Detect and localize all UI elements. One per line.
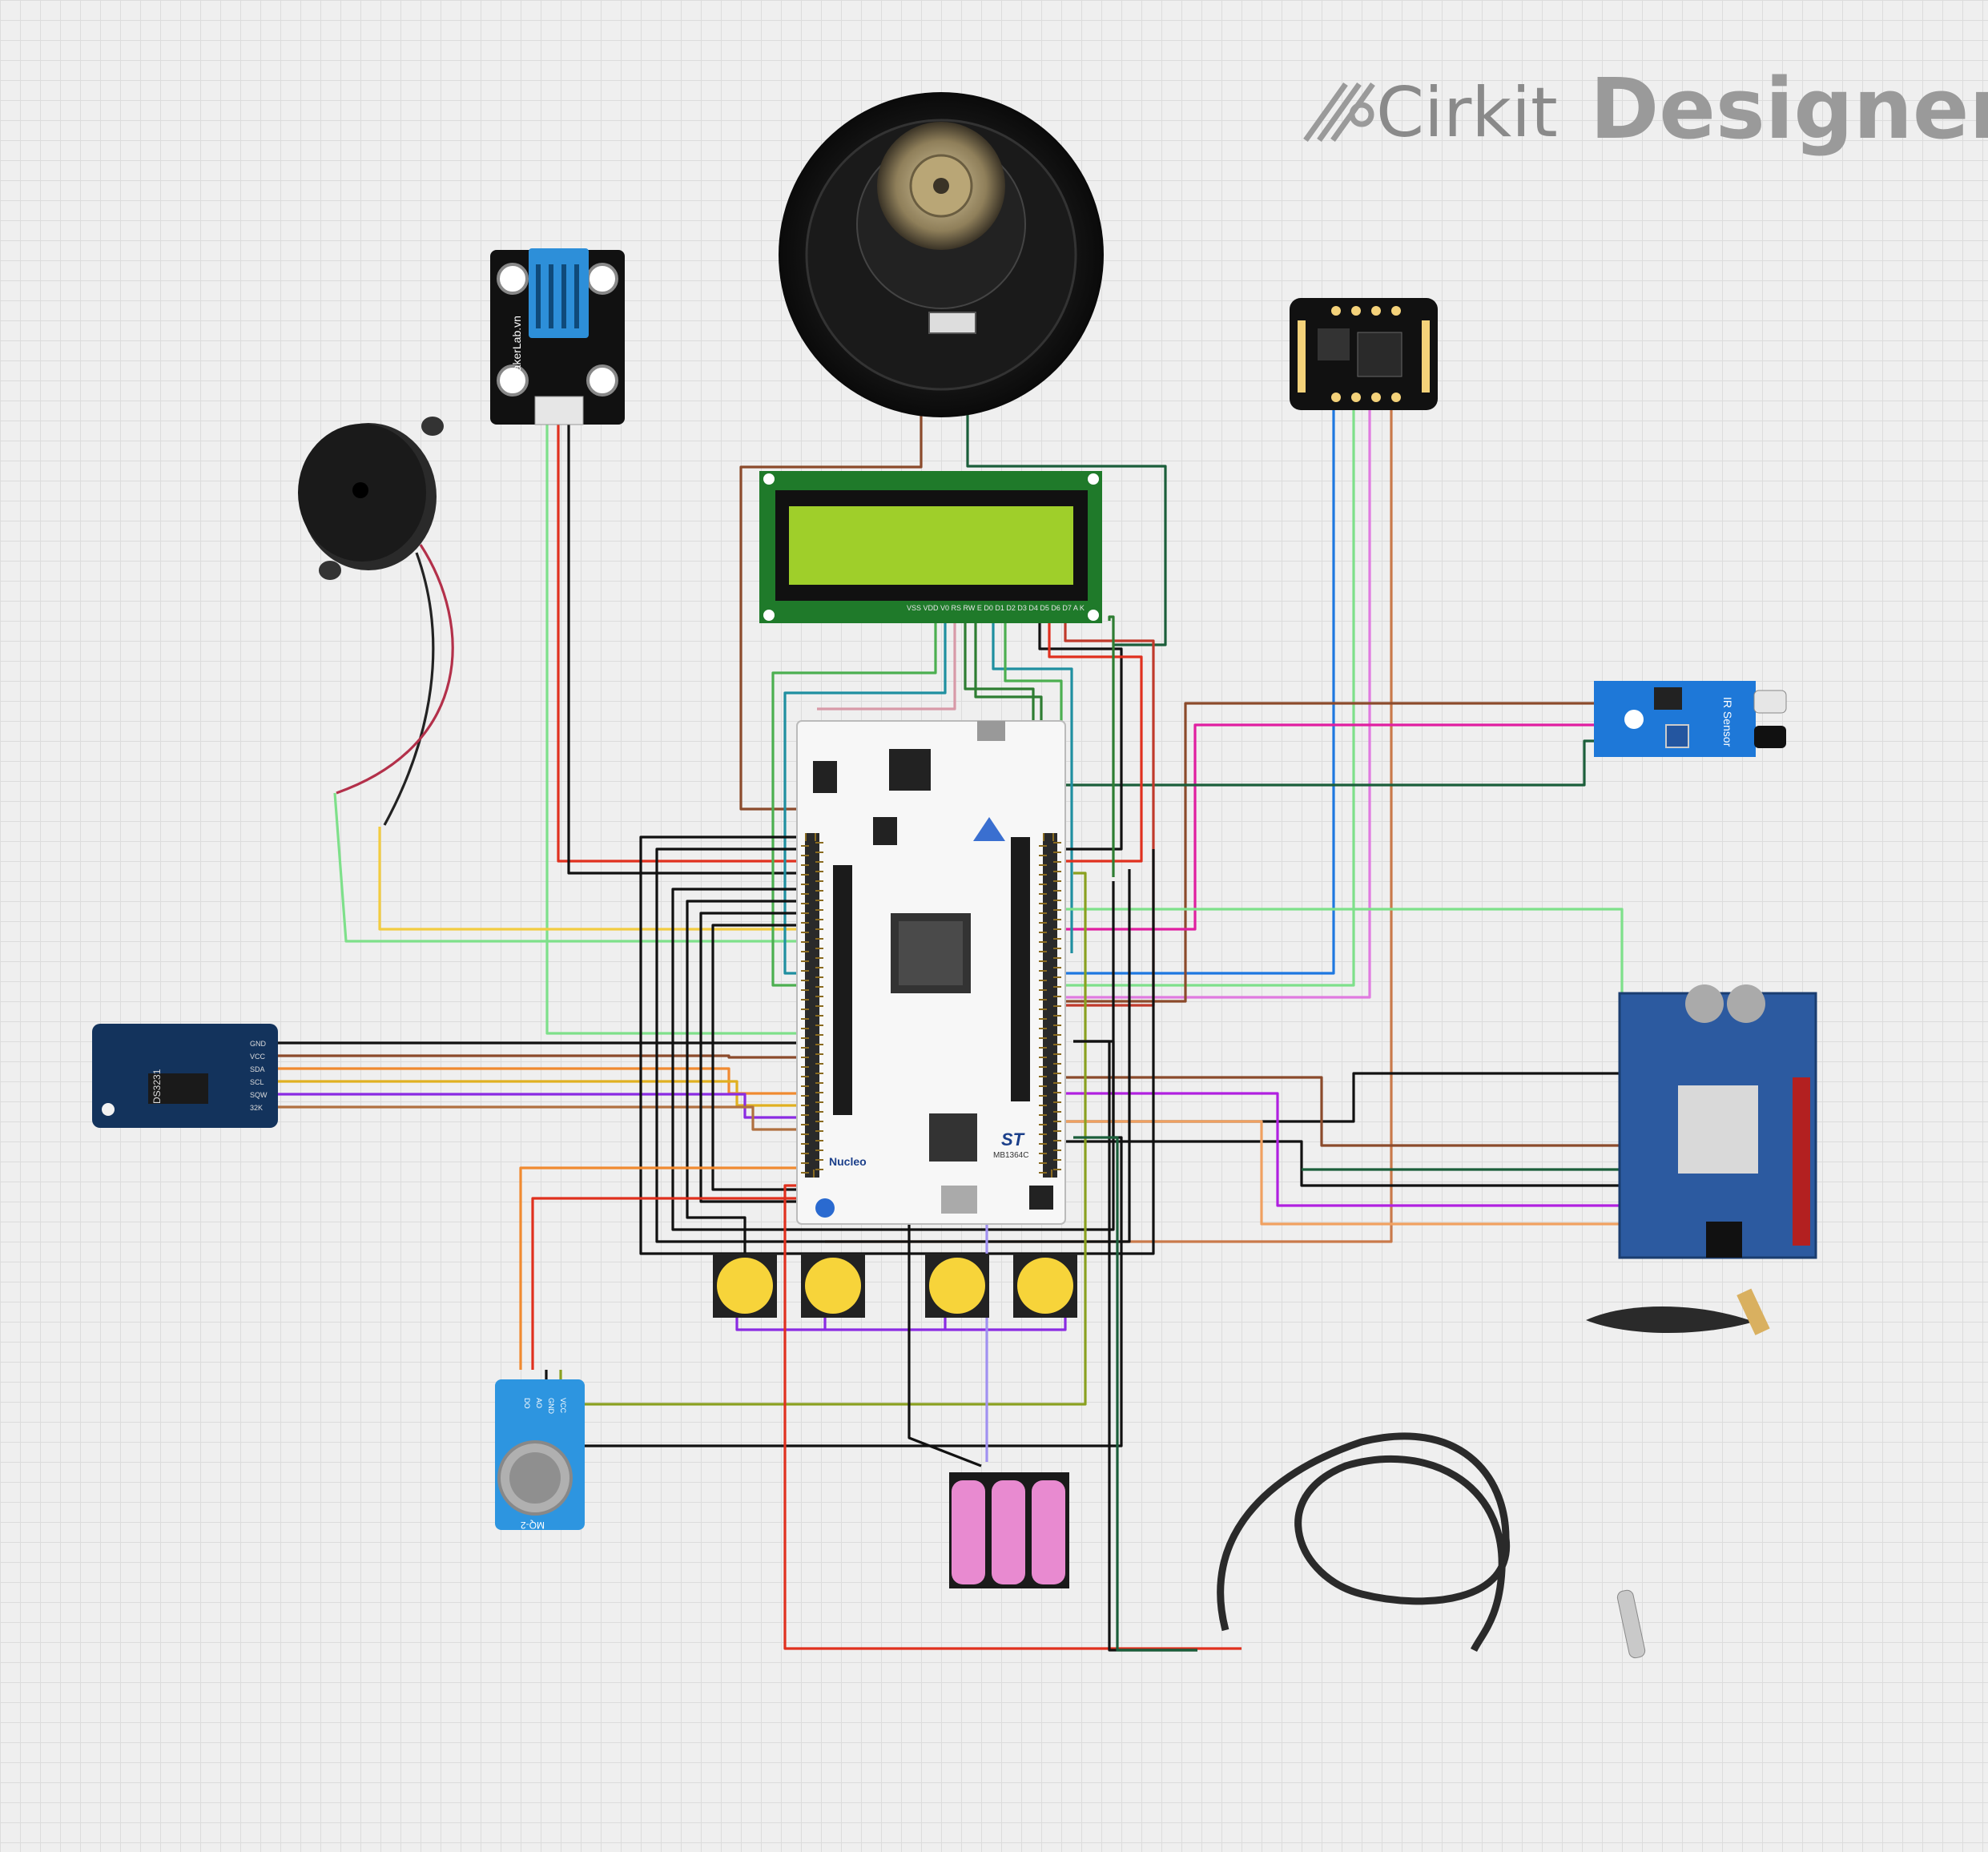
mq2-label: MQ-2 [521,1520,545,1531]
wire-gsm-lightgreen [1057,908,1624,1053]
wire-gsm-black2 [1057,1140,1622,1187]
wire-gsm-black1 [1057,1072,1622,1123]
wire-gsm-orange [1057,1120,1622,1226]
rtc-ds3231-module[interactable]: DS3231 GND VCC SDA SCL SQW 32K [92,1024,278,1128]
ir-sensor-label: IR Sensor [1721,697,1734,747]
wire-hr-pink [1057,409,1371,999]
mq2-pin-gnd: GND [547,1398,555,1415]
wire-speaker-brown [739,324,923,811]
rtc-pin-vcc: VCC [250,1053,266,1061]
wire-buttons-purple [735,1314,1067,1331]
rtc-pin-sda: SDA [250,1065,265,1073]
brand-word-cirkit: Cirkit [1376,73,1558,153]
wire-buzzer-lightgreen [333,792,825,943]
dht-sensor-module[interactable]: MakerLab.vn [490,248,625,425]
rtc-pin-scl: SCL [250,1078,264,1086]
wire-buzzer-yellow [378,827,825,931]
pulse-oximeter-module[interactable] [1290,298,1438,410]
mq2-gas-sensor[interactable]: MQ-2 DO AO GND VCC [495,1379,585,1531]
antenna [1586,1306,1754,1334]
mq2-pin-ao: AO [535,1398,543,1408]
st-logo-text: ST [1001,1129,1025,1149]
wire-lcd-red2 [1057,621,1155,1007]
wire-frame-black5 [699,912,833,1203]
buzzer-lead-red [336,544,454,795]
wire-ir-brown [1057,702,1594,1003]
wire-speaker-green [966,324,1167,646]
push-button-2[interactable] [801,1254,865,1318]
wire-dht-black [567,418,825,875]
wire-rtc-brown [276,1054,825,1059]
battery-pack[interactable] [949,1472,1069,1588]
wire-temp-green [1073,1136,1197,1652]
wire-gsm-brown [1057,1076,1622,1147]
wire-gsm-purple [1057,1092,1622,1207]
wire-lcd-green5 [1108,615,1115,877]
wire-frame-black2 [655,847,1131,1243]
ir-sensor-module[interactable]: IR Sensor [1594,681,1787,757]
wire-rtc-brown2 [276,1105,825,1131]
speaker[interactable] [779,92,1104,417]
push-button-3[interactable] [925,1254,989,1318]
nucleo-logo-text: Nucleo [829,1155,867,1168]
wire-mq2-orange [519,1166,825,1370]
board-id-text: MB1364C [993,1151,1028,1160]
wire-hr-blue [1057,409,1335,975]
rtc-pin-32k: 32K [250,1104,263,1112]
temperature-probe[interactable] [1217,1432,1646,1659]
rtc-pin-sqw: SQW [250,1091,268,1099]
nucleo-board[interactable]: Nucleo MB1364C ST [796,720,1066,1225]
gsm-shield[interactable] [1586,984,1817,1335]
wire-lcd-black [1038,621,1123,851]
wire-frame-black6 [711,924,833,1191]
lcd-16x2-display[interactable]: VSS VDD V0 RS RW E D0 D1 D2 D3 D4 D5 D6 … [759,471,1102,623]
wire-lcd-teal2 [992,621,1073,953]
wire-temp-black [1073,1040,1197,1652]
wire-frame-black1 [639,835,1155,1255]
wire-hr-lightgreen [1057,409,1355,987]
mq2-pin-vcc: VCC [559,1398,567,1414]
wire-mq2-red [531,1197,825,1370]
lcd-pin-labels: VSS VDD V0 RS RW E D0 D1 D2 D3 D4 D5 D6 … [907,604,1085,612]
dht-brand-label: MakerLab.vn [510,316,523,380]
push-button-1[interactable] [713,1254,777,1318]
cirkit-logo-icon [1303,82,1375,143]
mq2-pin-do: DO [523,1398,531,1409]
wire-ir-pink [1057,723,1594,931]
piezo-buzzer[interactable] [298,417,444,580]
wire-dht-red [557,418,825,863]
wire-dht-lightgreen [545,418,825,1035]
rtc-chip-label: DS3231 [151,1069,163,1104]
wire-lcd-pink [817,621,956,711]
wire-lcd-green1 [771,621,937,987]
brand-word-designer: Designer [1590,60,1988,158]
rtc-pin-gnd: GND [250,1040,267,1048]
buzzer-lead-black [383,552,435,826]
push-button-4[interactable] [1013,1254,1077,1318]
